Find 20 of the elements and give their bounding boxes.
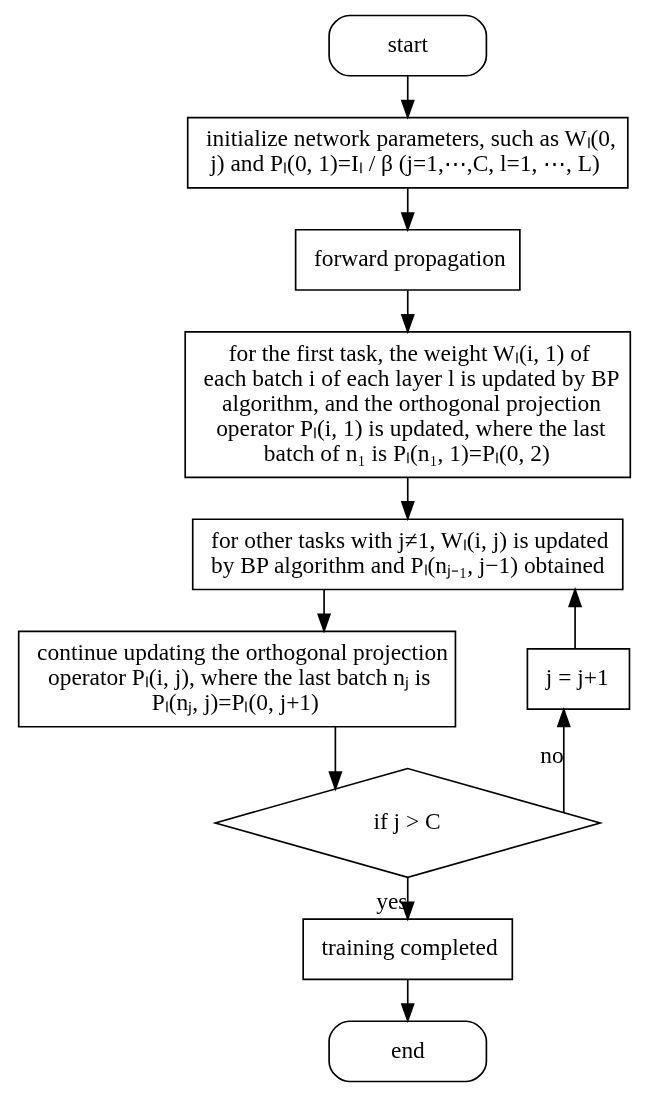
arrow — [400, 289, 415, 335]
node-box: forward propagation — [294, 228, 521, 291]
node-box: j = j+1 — [526, 648, 630, 710]
arrow — [400, 476, 415, 522]
arrow — [316, 588, 331, 634]
arrow — [400, 187, 415, 233]
node-box: start — [327, 14, 487, 77]
edge-label: no — [539, 742, 564, 769]
arrow — [556, 707, 571, 814]
node-box: training completed — [301, 918, 513, 981]
arrow — [567, 587, 582, 650]
node-box: continue updating the orthogonal projection operator Pₗ(i, j), where the last batch nⱼ is Pₗ(nⱼ, j)=Pₗ(0, j+1) — [17, 630, 456, 728]
node-diamond: if j > C — [211, 767, 603, 879]
node-box: end — [327, 1020, 487, 1083]
arrow — [327, 726, 342, 792]
node-box: for other tasks with j≠1, Wₗ(i, j) is updated by BP algorithm and Pₗ(nⱼ₋₁, j−1) obtained — [191, 518, 624, 591]
node-box: for the first task, the weight Wₗ(i, 1) of each batch i of each layer l is updated by BP algorithm, and the orthogonal projection operator Pₗ(i, 1) is updated, where the last batch of n₁ is Pₗ(n₁, 1)=Pₗ(0, 2) — [183, 330, 631, 479]
arrow — [400, 75, 415, 120]
node-box: initialize network parameters, such as Wₗ(0, j) and Pₗ(0, 1)=Iₗ / β (j=1,⋯,C, l=1, ⋯, L) — [186, 116, 629, 189]
arrow — [400, 979, 415, 1024]
